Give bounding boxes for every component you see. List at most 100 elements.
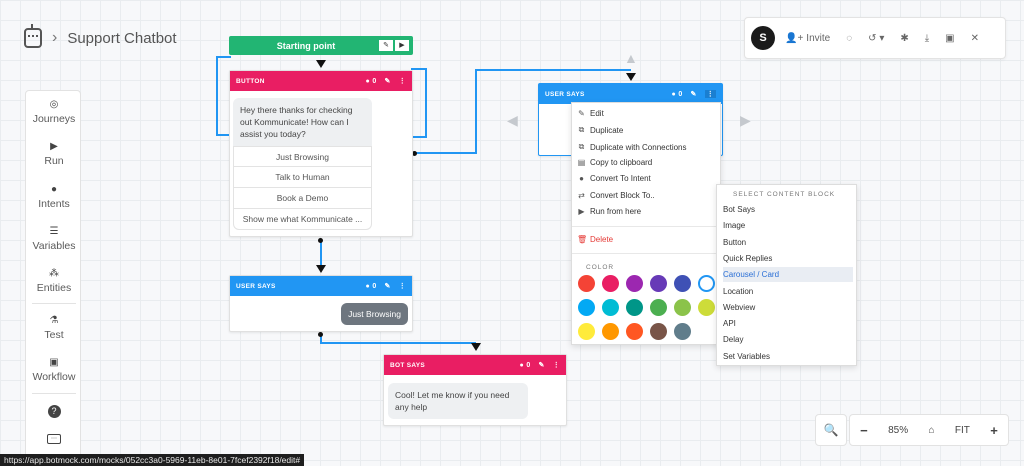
connector-line — [216, 56, 231, 58]
fit-button[interactable]: FIT — [954, 424, 970, 436]
color-swatch[interactable] — [650, 275, 667, 292]
more-icon[interactable]: ⋮ — [398, 78, 406, 85]
trash-icon: 🗑 — [577, 235, 588, 244]
search-button[interactable]: 🔍 — [815, 414, 847, 446]
color-swatch[interactable] — [674, 323, 691, 340]
color-swatch[interactable] — [602, 323, 619, 340]
avatar[interactable]: S — [751, 26, 775, 50]
submenu-item[interactable]: API — [723, 319, 736, 329]
color-swatch[interactable] — [602, 275, 619, 292]
edit-icon[interactable]: ✎ — [538, 362, 545, 369]
home-icon[interactable]: ⌂ — [928, 424, 935, 436]
comment-count[interactable]: ● 0 — [519, 361, 531, 369]
connector-line — [320, 342, 476, 344]
comment-count[interactable]: ● 0 — [671, 90, 683, 98]
more-icon[interactable]: ⋮ — [398, 283, 406, 290]
sidebar-item-journeys[interactable]: ◎Journeys — [26, 99, 82, 125]
edit-icon[interactable]: ✎ — [384, 78, 391, 85]
color-swatch[interactable] — [626, 323, 643, 340]
menu-item-delete[interactable]: 🗑Delete — [577, 235, 614, 244]
bot-says-block[interactable]: BOT SAYS ● 0✎⋮ Cool! Let me know if you … — [383, 354, 567, 426]
quick-reply-button[interactable]: Book a Demo — [233, 188, 372, 209]
add-user-icon: 👤+ — [785, 32, 804, 44]
color-swatch[interactable] — [674, 299, 691, 316]
sidebar-item-run[interactable]: ▶Run — [26, 141, 82, 167]
save-icon: ▣ — [945, 32, 955, 44]
menu-item-duplicate-connections[interactable]: ⧉Duplicate with Connections — [578, 142, 687, 152]
sidebar-item-test[interactable]: ⚗Test — [26, 315, 82, 341]
save-button[interactable]: ▣ — [939, 33, 960, 44]
color-swatch[interactable] — [650, 323, 667, 340]
submenu-item[interactable]: Carousel / Card — [723, 267, 853, 283]
color-swatch[interactable] — [626, 275, 643, 292]
more-icon[interactable]: ⋮ — [552, 362, 560, 369]
submenu-item[interactable]: Webview — [723, 302, 756, 312]
comment-count[interactable]: ● 0 — [365, 282, 377, 290]
chat-bubble-icon: ● — [50, 184, 58, 195]
close-button[interactable]: ✕ — [965, 33, 985, 44]
menu-item-duplicate[interactable]: ⧉Duplicate — [578, 125, 624, 135]
button-block[interactable]: BUTTON ● 0✎⋮ Hey there thanks for checki… — [229, 70, 413, 237]
color-swatch[interactable] — [674, 275, 691, 292]
connector-line — [411, 136, 427, 138]
invite-button[interactable]: 👤+Invite — [779, 33, 836, 44]
connector-dot[interactable] — [318, 332, 323, 337]
menu-item-copy-clipboard[interactable]: ▤Copy to clipboard — [577, 158, 653, 167]
play-icon[interactable]: ▶ — [395, 40, 409, 51]
history-button[interactable]: ↺ ▾ — [862, 33, 890, 44]
sidebar-item-intents[interactable]: ●Intents — [26, 184, 82, 210]
color-swatch[interactable] — [578, 275, 595, 292]
keyboard-icon: ⋯ — [47, 434, 61, 444]
quick-reply-button[interactable]: Talk to Human — [233, 167, 372, 188]
connector-dot[interactable] — [318, 238, 323, 243]
edit-icon[interactable]: ✎ — [384, 283, 391, 290]
bot-logo-icon[interactable] — [24, 24, 42, 48]
message-bubble: Hey there thanks for checking out Kommun… — [233, 98, 372, 146]
connector-dot[interactable] — [412, 151, 417, 156]
left-sidebar: ◎Journeys ▶Run ●Intents ☰Variables ⁂Enti… — [25, 90, 81, 466]
top-toolbar: S 👤+Invite ◌ ↺ ▾ ✱ ⤓ ▣ ✕ — [744, 17, 1006, 59]
quick-reply-button[interactable]: Show me what Kommunicate ... — [233, 209, 372, 230]
quick-reply-button[interactable]: Just Browsing — [233, 146, 372, 167]
menu-item-run-from-here[interactable]: ▶Run from here — [578, 207, 642, 216]
submenu-item[interactable]: Location — [723, 286, 754, 296]
arrow-up-icon[interactable]: ▲ — [624, 50, 638, 66]
sidebar-item-variables[interactable]: ☰Variables — [26, 226, 82, 252]
color-swatch[interactable] — [578, 299, 595, 316]
sidebar-item-workflow[interactable]: ▣Workflow — [26, 357, 82, 383]
submenu-item[interactable]: Bot Says — [723, 205, 756, 214]
color-swatch[interactable] — [602, 299, 619, 316]
help-button[interactable]: ? — [26, 405, 82, 418]
submenu-item[interactable]: Quick Replies — [723, 253, 773, 263]
settings-button[interactable]: ✱ — [894, 33, 914, 44]
menu-item-convert-block[interactable]: ⇄Convert Block To.. — [578, 191, 655, 200]
user-says-block[interactable]: USER SAYS ● 0✎⋮ Just Browsing — [229, 275, 413, 332]
menu-item-convert-intent[interactable]: ●Convert To Intent — [577, 174, 651, 183]
submenu-item[interactable]: Delay — [723, 335, 744, 345]
color-swatch[interactable] — [650, 299, 667, 316]
arrow-right-icon[interactable]: ▶ — [740, 112, 751, 128]
starting-point-block[interactable]: Starting point ✎ ▶ — [229, 36, 413, 55]
block-body: Hey there thanks for checking out Kommun… — [230, 91, 375, 230]
zoom-out-button[interactable]: − — [860, 422, 868, 438]
menu-item-edit[interactable]: ✎Edit — [578, 109, 604, 118]
more-icon[interactable]: ⋮ — [704, 90, 716, 98]
sidebar-item-entities[interactable]: ⁂Entities — [26, 268, 82, 294]
color-swatch[interactable] — [698, 299, 715, 316]
comments-button[interactable]: ◌ — [840, 33, 858, 44]
edit-icon[interactable]: ✎ — [379, 40, 393, 51]
submenu-item[interactable]: Set Variables — [723, 351, 770, 361]
color-swatch[interactable] — [626, 299, 643, 316]
comment-count[interactable]: ● 0 — [365, 77, 377, 85]
keyboard-button[interactable]: ⋯ — [26, 431, 82, 444]
download-button[interactable]: ⤓ — [919, 33, 935, 44]
color-swatch[interactable] — [578, 323, 595, 340]
arrow-left-icon[interactable]: ◀ — [507, 112, 518, 128]
edit-icon[interactable]: ✎ — [690, 91, 697, 98]
color-swatch[interactable] — [698, 275, 715, 292]
submenu-item[interactable]: Button — [723, 237, 747, 247]
submenu-title: SELECT CONTENT BLOCK — [733, 191, 836, 198]
zoom-in-button[interactable]: + — [990, 422, 998, 438]
sidebar-item-label: Run — [44, 155, 64, 167]
submenu-item[interactable]: Image — [723, 221, 746, 231]
